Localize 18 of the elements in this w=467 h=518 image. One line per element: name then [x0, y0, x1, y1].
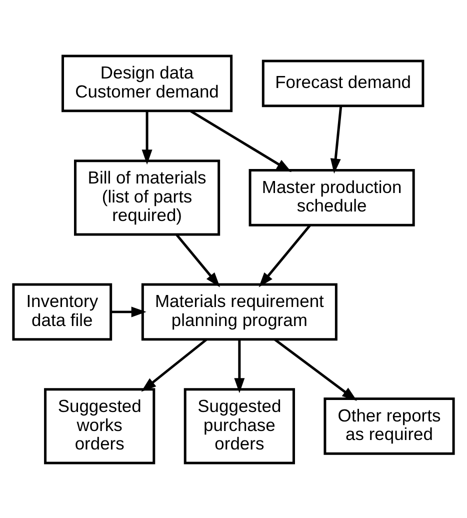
arrow [142, 110, 152, 164]
node-box: Materials requirement planning program [141, 282, 338, 340]
arrow [258, 224, 311, 287]
arrow [110, 306, 146, 317]
node-box: Master production schedule [248, 168, 415, 226]
node-box: Design data Customer demand [62, 54, 233, 112]
arrow [141, 338, 208, 392]
node-box: Other reports as required [324, 396, 455, 454]
arrow [176, 234, 220, 287]
node-box: Suggested purchase orders [184, 388, 295, 464]
node-box: Bill of materials (list of parts required) [74, 159, 220, 236]
node-box: Forecast demand [262, 59, 424, 107]
node-box: Suggested works orders [44, 388, 156, 464]
arrow [190, 110, 292, 172]
node-box: Inventory data file [12, 282, 112, 340]
arrow [234, 339, 245, 393]
arrow [330, 106, 342, 174]
arrow [274, 338, 358, 400]
